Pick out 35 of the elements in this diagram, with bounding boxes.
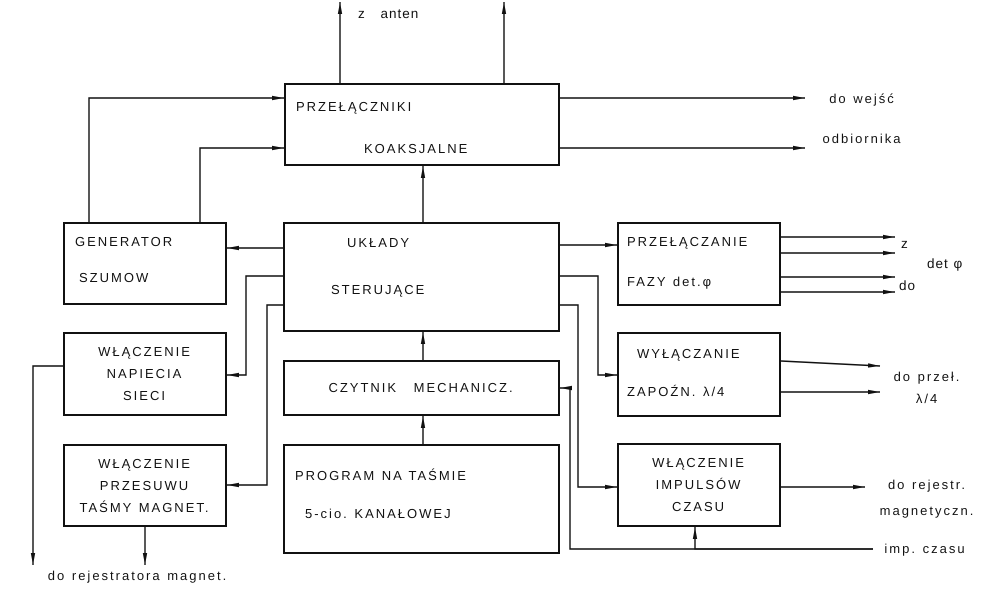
process-box	[283, 360, 560, 416]
block-label: UKŁADY	[347, 235, 412, 251]
block-label: PRZEŁĄCZANIE	[627, 234, 750, 250]
process-box	[617, 332, 781, 417]
process-box	[63, 332, 227, 416]
signal-label: do wejść odbiornika	[822, 90, 902, 148]
process-box	[617, 222, 781, 306]
block-label: STERUJĄCE	[331, 282, 426, 298]
process-box	[63, 444, 227, 527]
signal-label: z	[901, 235, 909, 253]
process-box	[283, 444, 560, 554]
process-box	[284, 83, 560, 166]
block-label: KOAKSJALNE	[364, 141, 470, 157]
block-label: 5-cio. KANAŁOWEJ	[305, 506, 453, 522]
block-label: FAZY det.φ	[627, 274, 713, 290]
block-label: WŁĄCZENIE PRZESUWU TAŚMY MAGNET.	[78, 454, 212, 516]
block-label: SZUMOW	[79, 270, 150, 286]
block-label: GENERATOR	[75, 234, 174, 250]
signal-label: do	[899, 277, 916, 295]
block-label: CZYTNIK MECHANICZ.	[327, 379, 516, 397]
signal-label: do rejestratora magnet.	[46, 567, 230, 585]
block-label: WYŁĄCZANIE	[637, 346, 742, 362]
block-label: WŁĄCZENIE IMPULSÓW CZASU	[652, 454, 746, 516]
block-label: PROGRAM NA TAŚMIE	[295, 468, 468, 484]
signal-label: z anten	[358, 5, 420, 23]
block-label: PRZEŁĄCZNIKI	[296, 99, 414, 115]
process-box	[617, 443, 781, 527]
block-label: ZAPOŹN. λ/4	[627, 384, 726, 400]
signal-label: imp. czasu	[883, 540, 968, 558]
block-label: WŁĄCZENIE NAPIECIA SIECI	[98, 343, 192, 405]
signal-label: det φ	[927, 255, 964, 273]
process-box	[283, 222, 560, 332]
process-box	[63, 222, 227, 305]
signal-label: do przeł. λ/4	[892, 368, 962, 408]
signal-label: do rejestr. magnetyczn.	[880, 476, 976, 520]
